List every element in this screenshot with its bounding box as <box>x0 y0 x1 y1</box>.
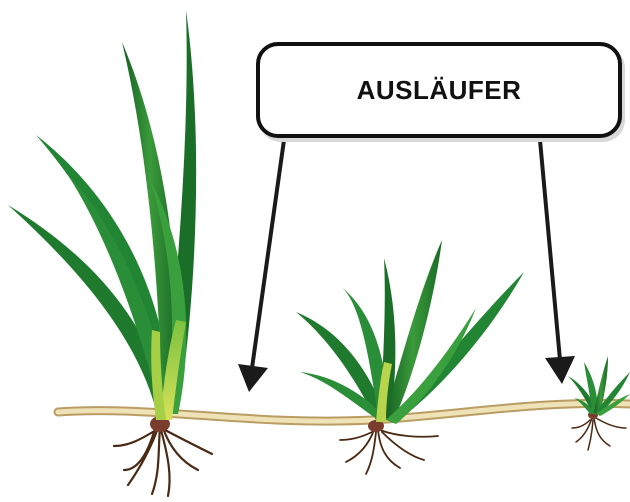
callout-box: AUSLÄUFER <box>256 42 622 138</box>
mother-plant <box>8 10 212 496</box>
callout-label: AUSLÄUFER <box>357 75 522 106</box>
young-plant-roots <box>572 418 626 450</box>
daughter-plant <box>296 240 524 474</box>
daughter-plant-roots <box>340 430 438 474</box>
arrow-left <box>238 140 284 392</box>
mother-plant-roots <box>114 428 212 496</box>
stolon <box>58 403 630 421</box>
arrow-right <box>540 140 575 384</box>
